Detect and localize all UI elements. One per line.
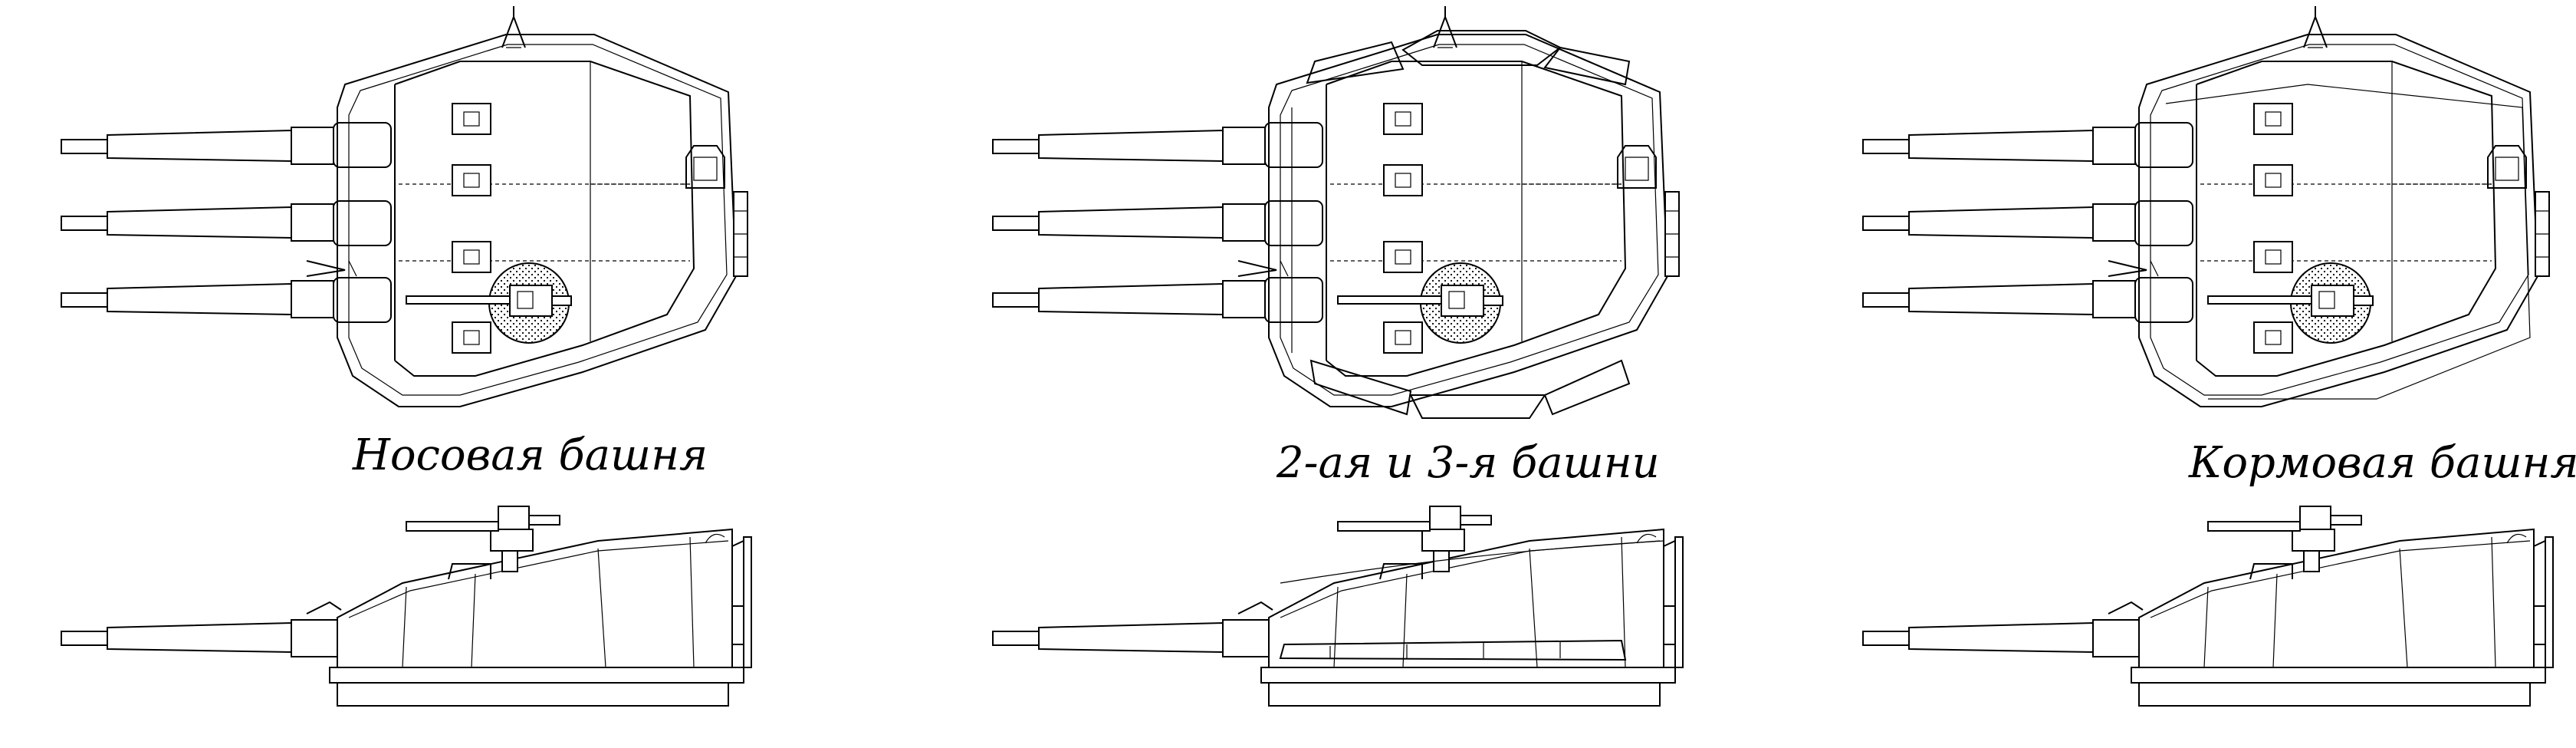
- middle-turret-side-view: [992, 506, 1684, 707]
- bow-turret-side-view: [61, 506, 752, 707]
- stern-turret-caption: Кормовая башня: [2188, 438, 2576, 488]
- bow-turret-caption: Носовая башня: [352, 430, 708, 480]
- middle-turret-top-view: [992, 5, 1680, 419]
- stern-turret-top-view: [1862, 5, 2550, 407]
- stern-turret-side-view: [1862, 506, 2554, 707]
- middle-turrets-caption: 2-ая и 3-я башни: [1276, 438, 1660, 488]
- bow-turret-top-view: [61, 5, 748, 407]
